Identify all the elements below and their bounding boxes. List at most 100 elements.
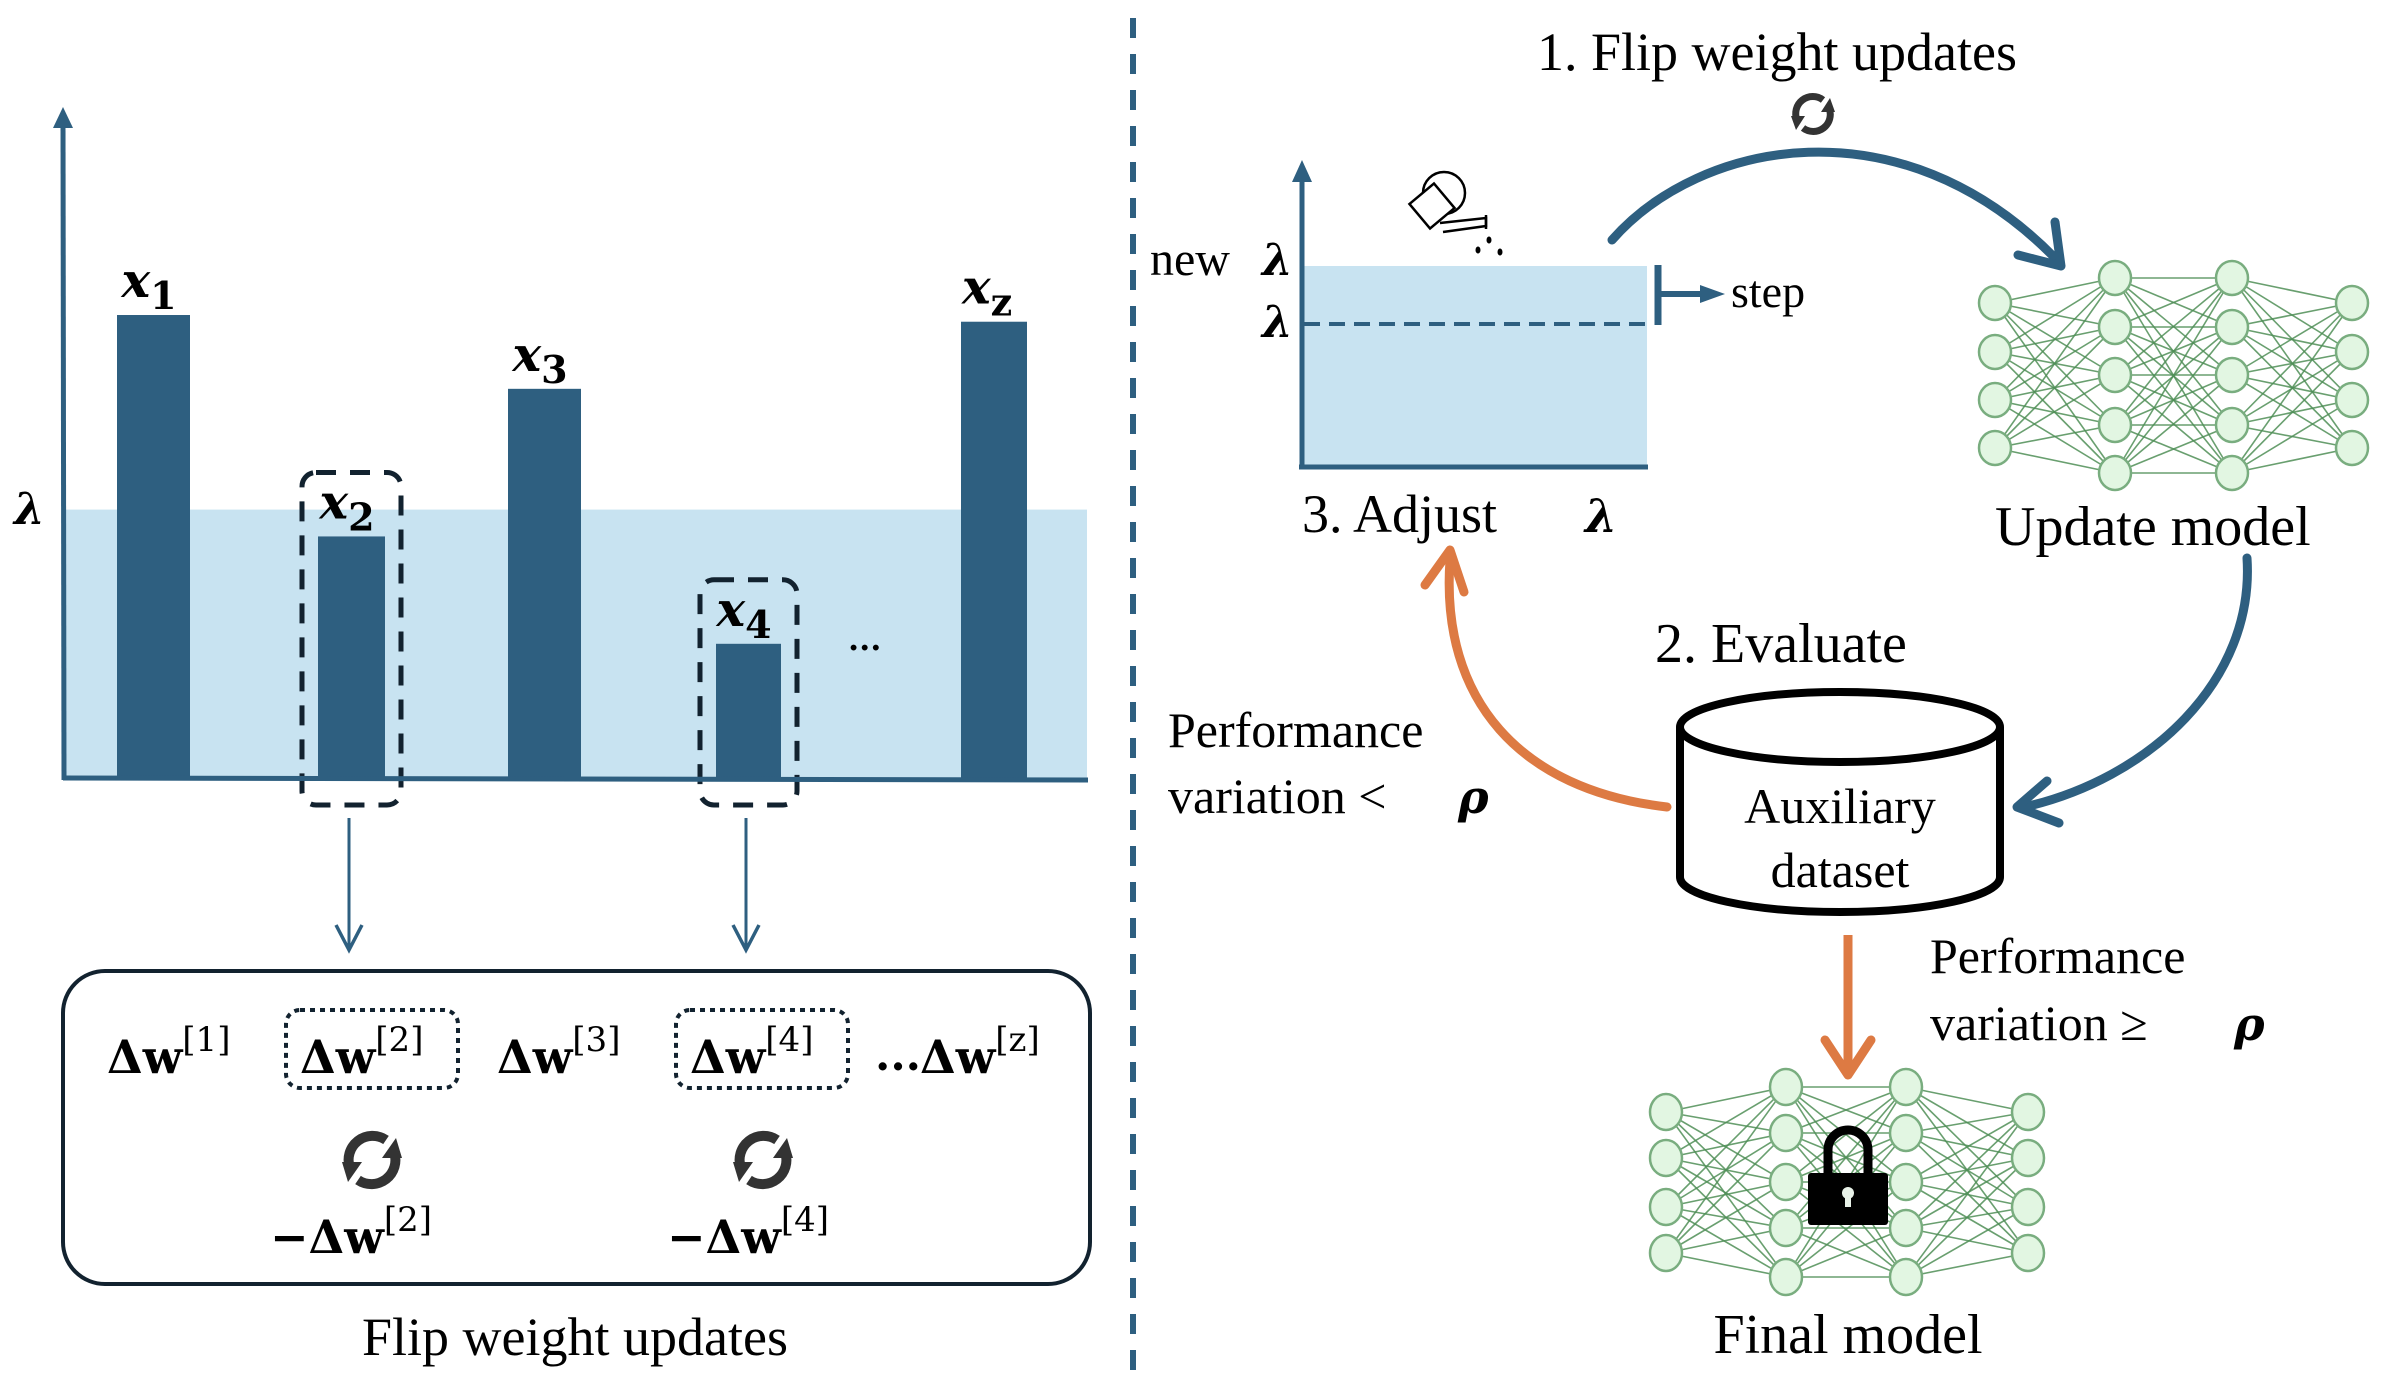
update-ellipsis: ... bbox=[875, 1030, 921, 1081]
selected-update-box-4 bbox=[674, 1008, 850, 1090]
network-node-l2-n1 bbox=[1768, 1067, 1804, 1107]
flipped-update-superscript: [2] bbox=[384, 1200, 432, 1240]
arrowhead-adjust-lambda bbox=[1420, 545, 1469, 597]
weight-update-superscript: [z] bbox=[995, 1020, 1039, 1060]
perf-high-rho: ρ bbox=[2233, 997, 2265, 1051]
network-node-l3-n1 bbox=[2214, 259, 2250, 297]
network-node-l3-n2 bbox=[1888, 1113, 1924, 1153]
dataset-line2: dataset bbox=[1771, 842, 1910, 898]
flip-refresh-icon bbox=[733, 1130, 793, 1190]
selection-box-x4 bbox=[697, 577, 800, 808]
network-node-l2-n1 bbox=[2097, 259, 2133, 297]
perf-low-line1: Performance bbox=[1168, 702, 1423, 758]
bar-xz bbox=[961, 321, 1027, 778]
y-axis bbox=[60, 119, 67, 781]
bar-label-subscript: z bbox=[991, 280, 1013, 325]
network-node-l4-n4 bbox=[2334, 429, 2370, 467]
selected-update-box-2 bbox=[284, 1008, 460, 1090]
bar-label-x1: x1 bbox=[121, 253, 177, 318]
network-node-l4-n2 bbox=[2010, 1138, 2046, 1178]
lambda-adjust-chart: new λ λ step 3. Adjust λ bbox=[1150, 160, 1805, 544]
network-node-l2-n2 bbox=[2097, 308, 2133, 346]
network-node-l2-n4 bbox=[1768, 1208, 1804, 1248]
network-node-l2-n5 bbox=[1768, 1257, 1804, 1297]
final-model-label: Final model bbox=[1713, 1304, 1982, 1366]
network-node-l1-n2 bbox=[1648, 1138, 1684, 1178]
arrow-to-dataset bbox=[2015, 553, 2252, 813]
bar-label-subscript: 1 bbox=[150, 273, 176, 318]
weight-update-superscript: [2] bbox=[375, 1020, 423, 1060]
flipped-update-superscript: [4] bbox=[781, 1200, 829, 1240]
perf-high-line1: Performance bbox=[1930, 928, 2185, 984]
step2-label: 2. Evaluate bbox=[1655, 613, 1907, 675]
network-node-l4-n4 bbox=[2010, 1233, 2046, 1273]
network-node-l1-n4 bbox=[1977, 429, 2013, 467]
arrow-to-adjust-lambda bbox=[1444, 555, 1672, 812]
network-node-l3-n2 bbox=[2214, 308, 2250, 346]
arrow-to-update-model bbox=[1607, 147, 2060, 263]
network-node-l3-n5 bbox=[2214, 454, 2250, 492]
network-node-l1-n2 bbox=[1977, 333, 2013, 371]
arrowhead-update-model bbox=[2013, 217, 2066, 271]
flipped-update-2: −Δw[4] bbox=[667, 1200, 829, 1264]
update-model-network bbox=[1977, 259, 2370, 492]
network-node-l1-n3 bbox=[1648, 1187, 1684, 1227]
update-model-label: Update model bbox=[1995, 496, 2311, 558]
lambda-y-axis-arrowhead bbox=[1292, 160, 1312, 182]
network-node-l2-n3 bbox=[2097, 356, 2133, 394]
bar-x3 bbox=[508, 388, 581, 778]
auxiliary-dataset-cylinder: Auxiliary dataset bbox=[1676, 688, 2004, 916]
weight-update-1: Δw[1] bbox=[107, 1020, 230, 1084]
bar-label-subscript: 3 bbox=[541, 347, 567, 392]
network-node-l4-n3 bbox=[2010, 1187, 2046, 1227]
bar-label-subscript: 2 bbox=[348, 494, 374, 539]
network-node-l1-n1 bbox=[1648, 1092, 1684, 1132]
flip-refresh-icon bbox=[342, 1130, 402, 1190]
new-lambda-word: new bbox=[1150, 233, 1230, 286]
bar-x4 bbox=[716, 643, 781, 778]
network-node-l2-n4 bbox=[2097, 406, 2133, 444]
perf-low-line2: variation < bbox=[1168, 768, 1386, 824]
network-node-l3-n3 bbox=[2214, 356, 2250, 394]
network-node-l3-n3 bbox=[1888, 1162, 1924, 1202]
network-node-l4-n1 bbox=[2010, 1092, 2046, 1132]
left-caption: Flip weight updates bbox=[362, 1307, 788, 1367]
perf-high-line2: variation ≥ bbox=[1930, 995, 2148, 1051]
network-node-l2-n2 bbox=[1768, 1113, 1804, 1153]
arrow-head-x4 bbox=[731, 924, 761, 954]
bar-label-subscript: 4 bbox=[745, 602, 771, 647]
perf-low-rho: ρ bbox=[1457, 770, 1489, 824]
dataset-line1: Auxiliary bbox=[1744, 778, 1936, 834]
y-axis-arrowhead bbox=[53, 107, 73, 128]
step-label: step bbox=[1731, 266, 1805, 317]
network-node-l2-n5 bbox=[2097, 454, 2133, 492]
step-arrowhead bbox=[1700, 285, 1725, 303]
step1-label: 1. Flip weight updates bbox=[1537, 22, 2017, 82]
arrow-head-x2 bbox=[334, 924, 364, 954]
lock-icon bbox=[1808, 1125, 1888, 1225]
bar-label-x3: x3 bbox=[512, 327, 568, 392]
step3-lambda: λ bbox=[1583, 489, 1617, 543]
weight-update-superscript: [3] bbox=[572, 1020, 620, 1060]
network-node-l1-n1 bbox=[1977, 284, 2013, 322]
weight-updates-panel: Δw[1]Δw[2]Δw[3]Δw[4]...Δw[z] −Δw[2]−Δw[4… bbox=[61, 969, 1092, 1286]
network-node-l1-n4 bbox=[1648, 1233, 1684, 1273]
x-axis bbox=[62, 775, 1089, 783]
watering-can-icon bbox=[1407, 170, 1503, 256]
new-lambda-fill bbox=[1304, 266, 1647, 468]
threshold-label: λ bbox=[12, 484, 45, 535]
network-node-l3-n5 bbox=[1888, 1257, 1924, 1297]
weight-updates-box bbox=[61, 969, 1092, 1286]
network-node-l4-n1 bbox=[2334, 284, 2370, 322]
network-node-l3-n4 bbox=[1888, 1208, 1924, 1248]
weight-update-superscript: [1] bbox=[182, 1020, 230, 1060]
bar-x2 bbox=[318, 536, 385, 778]
bar-label-x2: x2 bbox=[319, 474, 375, 539]
bar-label-xz: xz bbox=[961, 260, 1012, 325]
network-node-l3-n4 bbox=[2214, 406, 2250, 444]
network-node-l2-n3 bbox=[1768, 1162, 1804, 1202]
selection-arrows bbox=[334, 818, 761, 954]
